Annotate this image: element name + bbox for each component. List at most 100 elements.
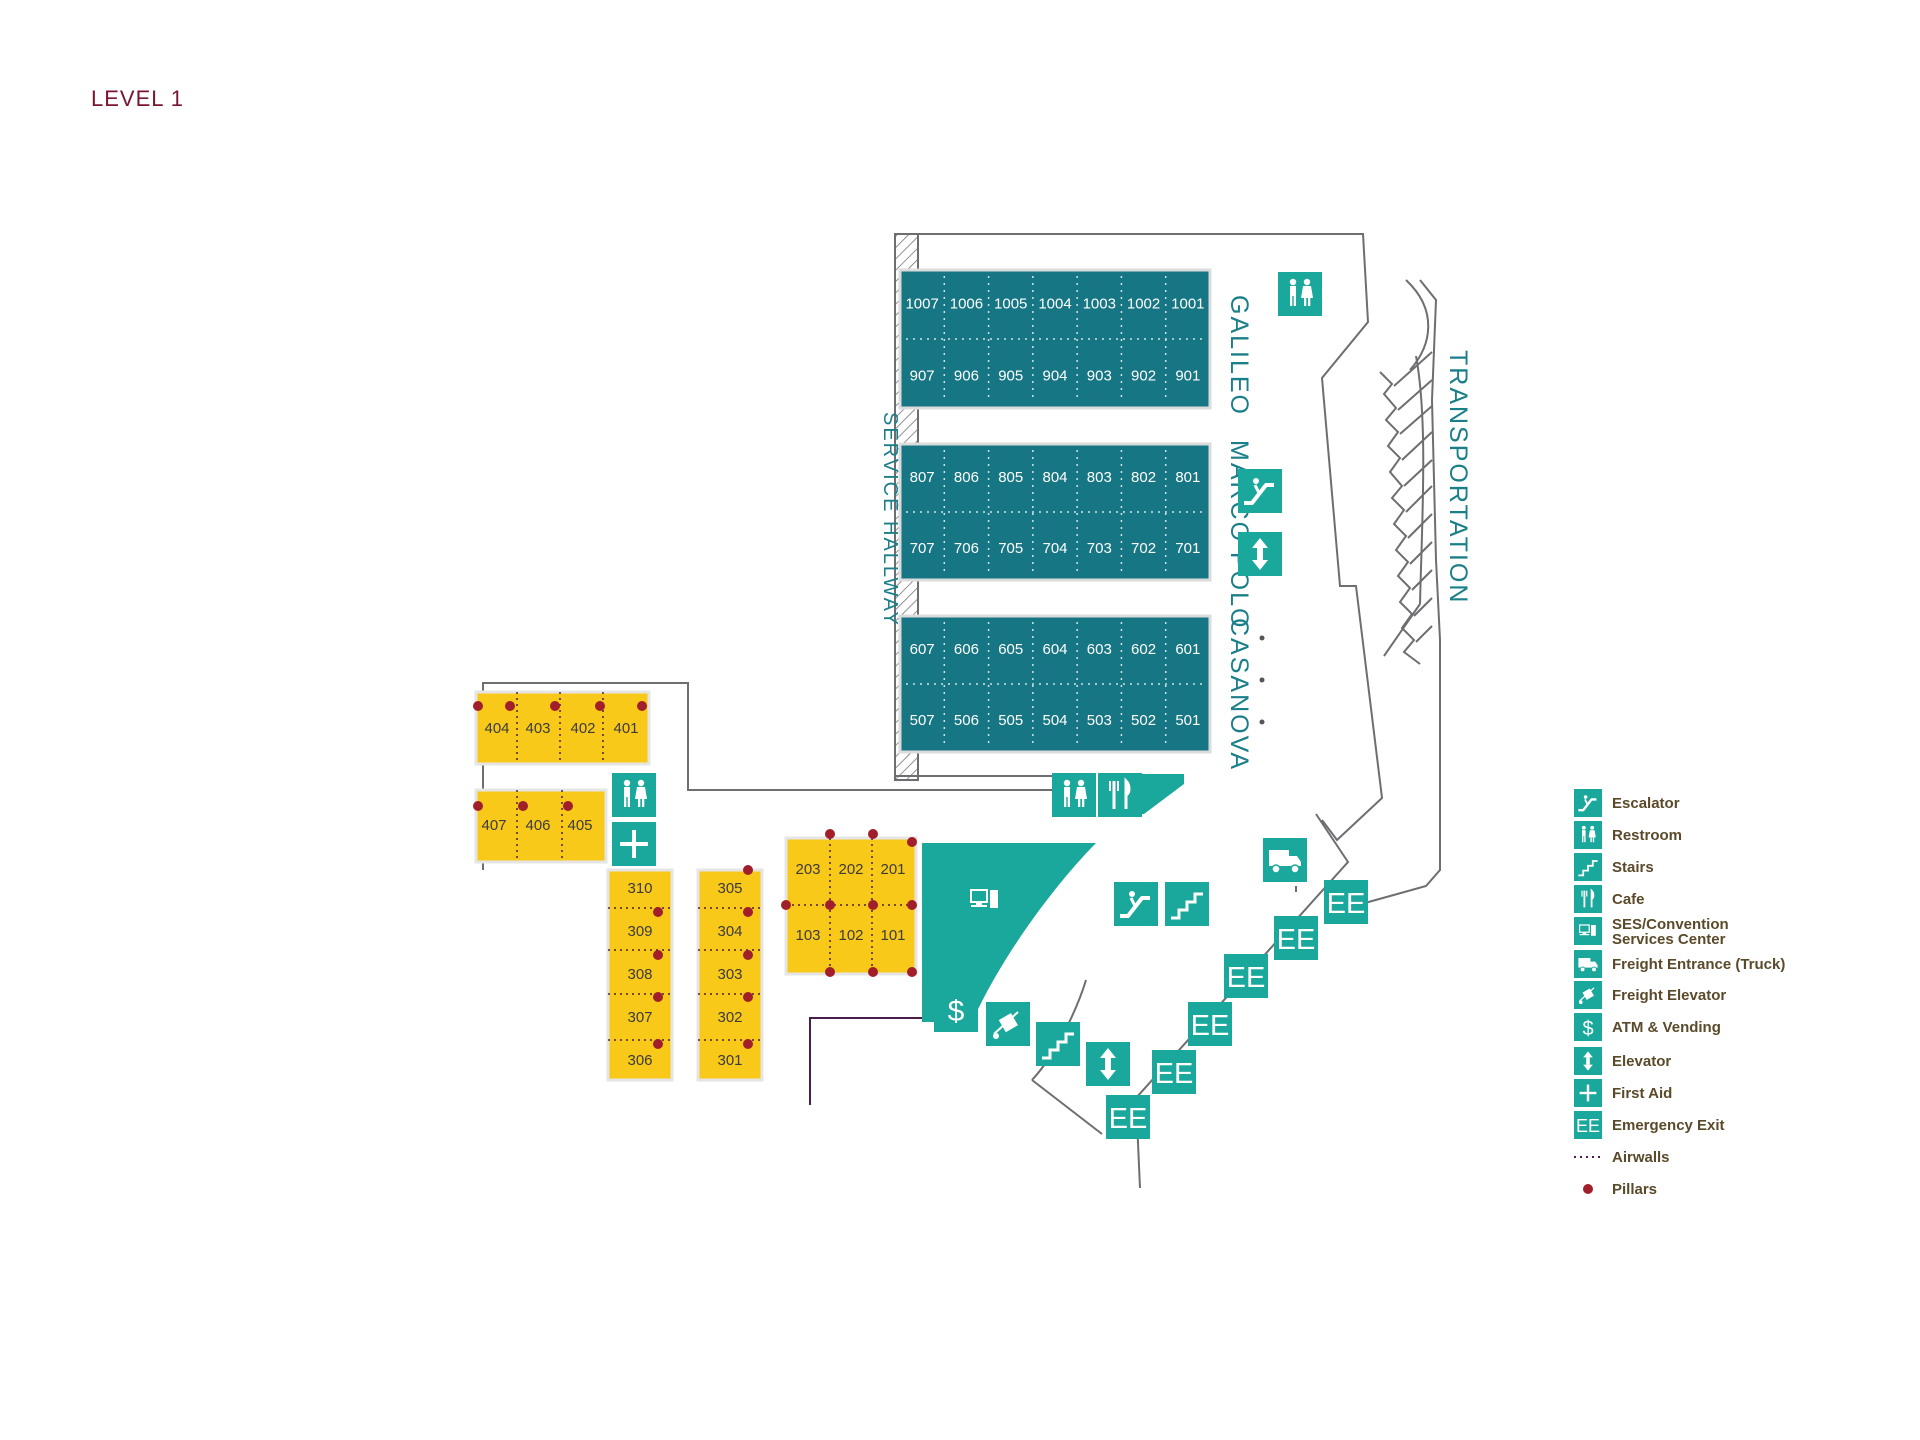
room-number: 501: [1175, 712, 1200, 729]
pillar: [743, 865, 753, 875]
svg-text:EE: EE: [1109, 1103, 1148, 1135]
room-number: 605: [998, 641, 1023, 658]
room-number: 303: [717, 966, 742, 983]
room-number: 601: [1175, 641, 1200, 658]
room-number: 906: [954, 367, 979, 384]
room-number: 807: [910, 469, 935, 486]
room-number: 502: [1131, 712, 1156, 729]
convention-services-icon: [1574, 917, 1602, 945]
marker-dot: [1259, 719, 1265, 725]
pillar: [907, 900, 917, 910]
freight-truck-icon: [1574, 950, 1602, 978]
room-block-400-top: [474, 690, 651, 766]
cafe-icon: [1574, 885, 1602, 913]
room-number: 604: [1042, 641, 1067, 658]
room-number: 1003: [1083, 296, 1116, 313]
partition-wall: [809, 1017, 945, 1105]
atm-icon: $: [1574, 1013, 1602, 1041]
room-number: 201: [880, 861, 905, 878]
legend-label: Emergency Exit: [1612, 1117, 1725, 1134]
stairs-icon: [1574, 853, 1602, 881]
pillar: [743, 1039, 753, 1049]
pillar: [868, 967, 878, 977]
room-number: 407: [481, 817, 506, 834]
room-number: 703: [1087, 540, 1112, 557]
room-number: 504: [1042, 712, 1067, 729]
room-number: 310: [627, 880, 652, 897]
room-number: 1001: [1171, 296, 1204, 313]
room-number: 102: [838, 927, 863, 944]
legend-item-elevator: Elevator: [1574, 1047, 1671, 1075]
restroom-icon: [1052, 773, 1096, 817]
pillar: [743, 907, 753, 917]
first-aid-icon: [612, 822, 656, 866]
legend-item-freight-elevator: Freight Elevator: [1574, 981, 1726, 1009]
pillar: [653, 907, 663, 917]
legend-label: First Aid: [1612, 1085, 1672, 1102]
room-number: 603: [1087, 641, 1112, 658]
room-number: 308: [627, 966, 652, 983]
room-block-305-column: [696, 868, 764, 1082]
legend-label: Pillars: [1612, 1181, 1657, 1198]
stairs-icon: [1036, 1022, 1080, 1066]
legend-label: SES/Convention: [1612, 916, 1729, 933]
room-number: 402: [570, 720, 595, 737]
legend-label: ATM & Vending: [1612, 1019, 1721, 1036]
svg-text:EE: EE: [1576, 1116, 1600, 1136]
svg-text:$: $: [1582, 1018, 1593, 1040]
marker-dot: [1259, 635, 1265, 641]
emergency-exit-icon: EE: [1574, 1111, 1602, 1139]
elevator-icon: [1086, 1042, 1130, 1086]
cafe-icon: [1098, 773, 1142, 817]
legend-label: Restroom: [1612, 827, 1682, 844]
legend-label: Elevator: [1612, 1053, 1671, 1070]
pillar: [473, 801, 483, 811]
room-number: 803: [1087, 469, 1112, 486]
room-number: 505: [998, 712, 1023, 729]
room-number: 1006: [950, 296, 983, 313]
cafe-area: [1135, 774, 1184, 814]
freight-elevator-icon: [986, 1002, 1030, 1046]
room-number: 1002: [1127, 296, 1160, 313]
emergency-exit-icon: EE: [1324, 880, 1368, 924]
svg-text:EE: EE: [1277, 924, 1316, 956]
legend-label: Freight Entrance (Truck): [1612, 956, 1785, 973]
room-number: 802: [1131, 469, 1156, 486]
room-number: 607: [910, 641, 935, 658]
emergency-exit-icon: EE: [1224, 954, 1268, 998]
emergency-exit-icon: EE: [1274, 916, 1318, 960]
svg-text:EE: EE: [1155, 1058, 1194, 1090]
pillar: [825, 829, 835, 839]
freight-truck-icon: [1263, 838, 1307, 882]
pillar: [781, 900, 791, 910]
room-number: 403: [525, 720, 550, 737]
legend-label: Services Center: [1612, 931, 1726, 948]
legend: EscalatorRestroomStairsCafeSES/Conventio…: [1574, 789, 1785, 1198]
galileo-label: GALILEO: [1225, 295, 1253, 416]
room-number: 103: [795, 927, 820, 944]
legend-label: Stairs: [1612, 859, 1654, 876]
room-number: 401: [613, 720, 638, 737]
room-number: 904: [1042, 367, 1067, 384]
pillar: [518, 801, 528, 811]
pillar: [743, 992, 753, 1002]
pillar: [637, 701, 647, 711]
pillar: [743, 950, 753, 960]
svg-text:EE: EE: [1191, 1010, 1230, 1042]
pillar: [595, 701, 605, 711]
casanova-label: CASANOVA: [1225, 618, 1253, 771]
pillar: [653, 950, 663, 960]
pillar: [825, 900, 835, 910]
room-number: 306: [627, 1052, 652, 1069]
convention-services-area: [922, 843, 1096, 1022]
elevator-icon: [1238, 532, 1282, 576]
room-number: 606: [954, 641, 979, 658]
pillar: [868, 829, 878, 839]
room-number: 905: [998, 367, 1023, 384]
escalator-icon: [1114, 882, 1158, 926]
pillar: [505, 701, 515, 711]
